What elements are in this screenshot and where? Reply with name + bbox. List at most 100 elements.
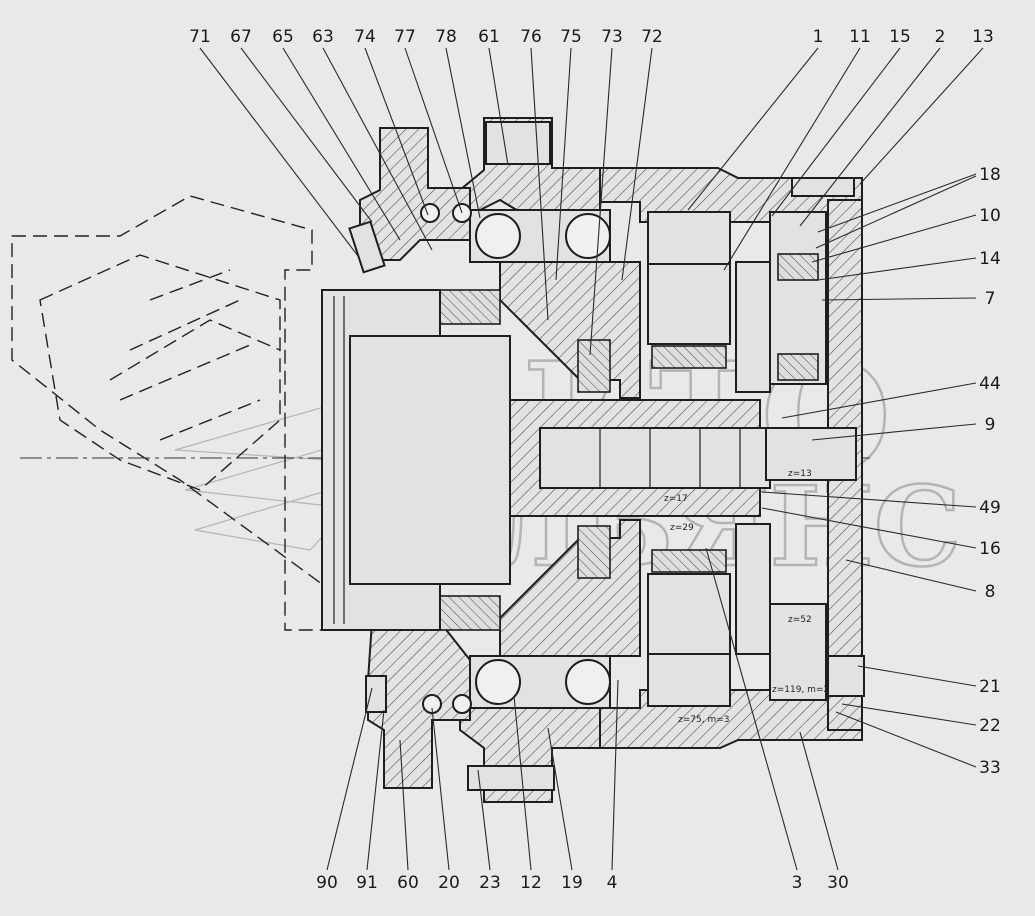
sun-gear-9 bbox=[765, 427, 857, 481]
oring-lower-right bbox=[452, 694, 472, 714]
callout-label-1: 1 bbox=[813, 27, 824, 47]
callout-leader-77 bbox=[404, 47, 463, 214]
callout-label-77: 77 bbox=[394, 27, 416, 47]
callout-leader-73 bbox=[589, 47, 613, 356]
gear-label-z52: z=52 bbox=[788, 615, 812, 625]
callout-label-72: 72 bbox=[641, 27, 663, 47]
gear-label-z119: z=119, m=2 bbox=[772, 685, 829, 695]
callout-leader-61 bbox=[488, 47, 509, 166]
callout-label-65: 65 bbox=[272, 27, 294, 47]
input-bore bbox=[349, 335, 511, 585]
gear-label-z17: z=17 bbox=[664, 494, 688, 504]
callout-label-15: 15 bbox=[889, 27, 911, 47]
callout-label-12: 12 bbox=[520, 873, 542, 893]
callout-label-61: 61 bbox=[478, 27, 500, 47]
callout-leader-4 bbox=[611, 679, 619, 871]
callout-label-63: 63 bbox=[312, 27, 334, 47]
callout-leader-8 bbox=[845, 559, 977, 592]
motor-dashed-housing bbox=[11, 195, 331, 631]
callout-label-11: 11 bbox=[849, 27, 871, 47]
callout-label-91: 91 bbox=[356, 873, 378, 893]
callout-leader-20 bbox=[431, 707, 450, 871]
planet-pin-upper bbox=[735, 261, 771, 393]
gear-label-z29: z=29 bbox=[670, 523, 694, 533]
callout-leader-3 bbox=[705, 547, 798, 871]
callout-leader-13 bbox=[859, 47, 984, 185]
planet-needles-lower bbox=[651, 549, 727, 573]
drain-plug-21 bbox=[827, 655, 865, 697]
callout-label-90: 90 bbox=[316, 873, 338, 893]
callout-leader-74 bbox=[364, 47, 429, 216]
ball-bearing-lower-left bbox=[475, 659, 521, 705]
mounting-flange bbox=[459, 117, 601, 803]
callout-leader-71 bbox=[199, 47, 359, 257]
callout-leader-15 bbox=[771, 47, 901, 217]
callout-leader-75 bbox=[555, 47, 572, 281]
oring-74 bbox=[420, 203, 440, 223]
callout-label-20: 20 bbox=[438, 873, 460, 893]
callout-leader-76 bbox=[530, 47, 549, 321]
callout-leader-9 bbox=[811, 423, 977, 441]
callout-label-7: 7 bbox=[985, 289, 996, 309]
callout-label-9: 9 bbox=[985, 415, 996, 435]
callout-label-14: 14 bbox=[979, 249, 1001, 269]
callout-leader-12 bbox=[513, 695, 532, 871]
callout-label-13: 13 bbox=[972, 27, 994, 47]
callout-label-22: 22 bbox=[979, 716, 1001, 736]
bleed-screw-71 bbox=[348, 220, 386, 274]
callout-label-75: 75 bbox=[560, 27, 582, 47]
input-bore-lines bbox=[333, 296, 345, 624]
callout-leader-22 bbox=[841, 703, 977, 726]
planet-gears bbox=[647, 211, 771, 707]
callout-leader-2 bbox=[799, 47, 941, 227]
end-bolt-13 bbox=[791, 177, 855, 197]
gear-label-z13: z=13 bbox=[788, 469, 812, 479]
callout-label-18: 18 bbox=[979, 165, 1001, 185]
flange-bolt-lower-23 bbox=[467, 765, 555, 791]
plug-90 bbox=[365, 675, 387, 713]
callout-leader-1 bbox=[687, 47, 819, 211]
callout-leader-90 bbox=[326, 687, 373, 871]
brake-spring-lower bbox=[439, 595, 501, 631]
ball-bearing-upper-left bbox=[475, 213, 521, 259]
sun-shaft-spline bbox=[539, 427, 771, 489]
callout-leader-7 bbox=[821, 297, 977, 301]
callout-leader-30 bbox=[799, 731, 839, 871]
motor-dashed-inner bbox=[39, 254, 281, 491]
second-stage bbox=[765, 211, 857, 701]
callout-label-21: 21 bbox=[979, 677, 1001, 697]
motor-dashed-ribs bbox=[119, 269, 261, 441]
callout-label-23: 23 bbox=[479, 873, 501, 893]
callout-leader-21 bbox=[857, 665, 977, 687]
callout-leader-67 bbox=[240, 47, 373, 223]
planet2-lower bbox=[769, 603, 827, 701]
disk-pack-73-upper bbox=[577, 339, 611, 393]
callout-leader-72 bbox=[621, 47, 653, 281]
callout-leader-10 bbox=[811, 214, 977, 263]
callout-leader-49 bbox=[761, 491, 977, 508]
callout-leader-16 bbox=[761, 507, 977, 549]
callout-label-16: 16 bbox=[979, 539, 1001, 559]
planet-gear-lower-2 bbox=[647, 653, 731, 707]
callout-label-49: 49 bbox=[979, 498, 1001, 518]
callout-leader-19 bbox=[547, 727, 573, 871]
callout-label-8: 8 bbox=[985, 582, 996, 602]
gear-labels: z=13 z=17 z=29 z=52 z=119, m=2 z=75, m=3 bbox=[664, 469, 829, 725]
disk-pack-lower bbox=[577, 525, 611, 579]
planet-gear-upper-1 bbox=[647, 211, 731, 265]
callout-leader-78 bbox=[445, 47, 481, 219]
callout-leader-60 bbox=[399, 739, 409, 871]
gear-label-z75: z=75, m=3 bbox=[678, 715, 729, 725]
planet-gear-lower-1 bbox=[647, 573, 731, 655]
callout-label-33: 33 bbox=[979, 758, 1001, 778]
callout-label-78: 78 bbox=[435, 27, 457, 47]
callout-label-30: 30 bbox=[827, 873, 849, 893]
callout-leader-33 bbox=[835, 711, 977, 768]
callout-leader-63 bbox=[322, 47, 433, 251]
flange-bolt-upper bbox=[485, 121, 551, 165]
callout-leader-23 bbox=[477, 769, 491, 871]
callout-label-4: 4 bbox=[607, 873, 618, 893]
planet2-upper-needles-b bbox=[777, 353, 819, 381]
callout-label-44: 44 bbox=[979, 374, 1001, 394]
